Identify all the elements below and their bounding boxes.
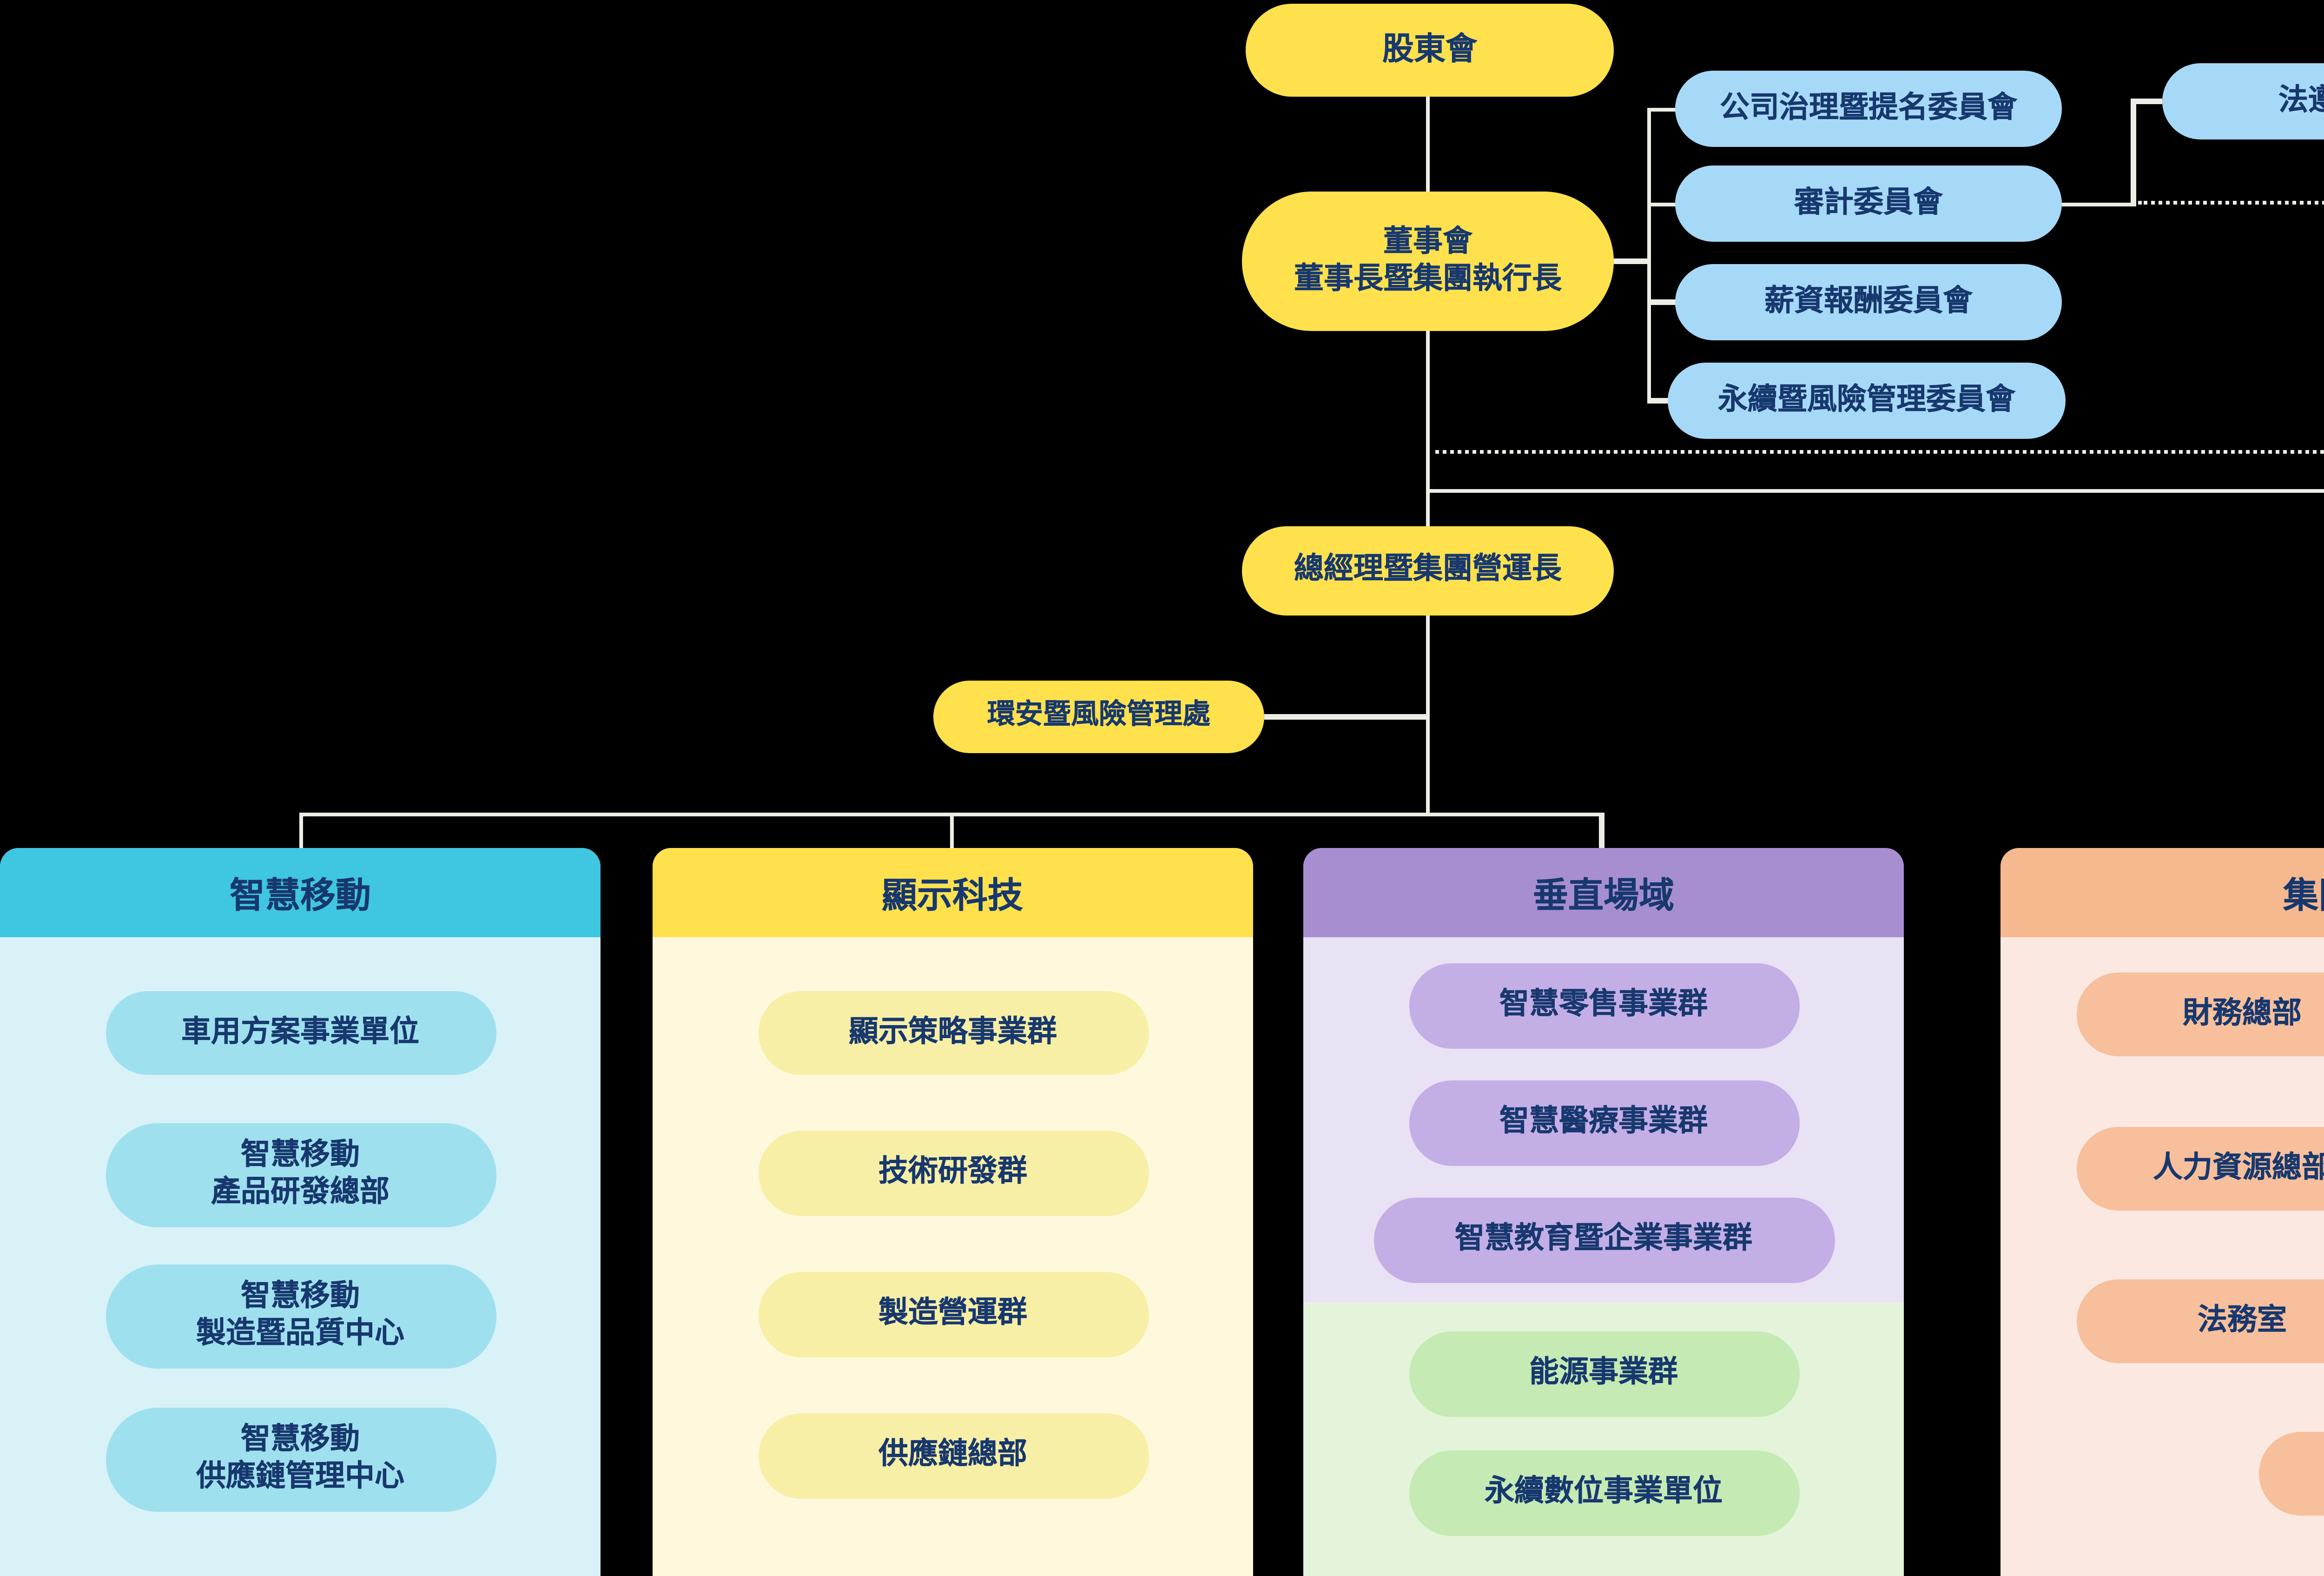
- connector-bracket-committee-1: [1646, 107, 1676, 112]
- unit-manufacturing-ops: 製造營運群: [758, 1272, 1148, 1357]
- committee-compensation: 薪資報酬委員會: [1675, 264, 2062, 340]
- connector-audit-compliance-v: [2131, 99, 2135, 206]
- node-shareholders-meeting: 股東會: [1246, 4, 1614, 97]
- unit-automotive-solutions: 車用方案事業單位: [105, 991, 495, 1075]
- connector-board-coo: [1425, 331, 1430, 526]
- division-smart-mobility-title: 智慧移動: [0, 848, 601, 937]
- unit-smart-medical: 智慧醫療事業群: [1408, 1080, 1799, 1166]
- division-vertical-domains-title: 垂直場域: [1303, 848, 1904, 937]
- division-group-support-title: 集團營運支援單位: [2000, 848, 2324, 937]
- connector-bracket-committee-3: [1646, 299, 1676, 304]
- unit-sm-product-rd: 智慧移動 產品研發總部: [105, 1123, 495, 1227]
- connector-drop-display-tech: [949, 812, 954, 849]
- unit-smart-education-enterprise: 智慧教育暨企業事業群: [1373, 1198, 1834, 1283]
- connector-bracket-vertical: [1646, 107, 1651, 404]
- division-vertical-domains: 垂直場域 智慧零售事業群 智慧醫療事業群 智慧教育暨企業事業群 能源事業群 永續…: [1303, 848, 1904, 1576]
- connector-bracket-committee-2: [1646, 202, 1676, 206]
- unit-energy: 能源事業群: [1408, 1331, 1799, 1417]
- committee-sustainability-risk: 永續暨風險管理委員會: [1668, 363, 2066, 439]
- node-president-coo: 總經理暨集團營運長: [1242, 526, 1614, 616]
- connector-bracket-committee-4: [1646, 398, 1669, 403]
- unit-sm-supply-chain: 智慧移動 供應鏈管理中心: [105, 1408, 495, 1512]
- division-group-support: 集團營運支援單位 財務總部 數位技術發展總部 人力資源總部 永續發展總部 法務室…: [2000, 848, 2324, 1576]
- committee-audit: 審計委員會: [1675, 166, 2062, 242]
- unit-hr-hq: 人力資源總部: [2077, 1127, 2324, 1211]
- connector-support-branch-h: [1425, 488, 2324, 493]
- unit-sm-manufacturing-quality: 智慧移動 製造暨品質中心: [105, 1265, 495, 1369]
- unit-audit-office: 稽核管理處: [2259, 1432, 2324, 1516]
- unit-finance-hq: 財務總部: [2077, 973, 2324, 1056]
- connector-drop-smart-mobility: [298, 812, 303, 849]
- division-display-technology-title: 顯示科技: [652, 848, 1253, 937]
- division-display-technology: 顯示科技 顯示策略事業群 技術研發群 製造營運群 供應鏈總部: [652, 848, 1253, 1576]
- unit-display-strategy: 顯示策略事業群: [758, 991, 1148, 1075]
- committee-governance-nomination: 公司治理暨提名委員會: [1675, 71, 2062, 147]
- dotted-compliance-return: [1426, 450, 2324, 454]
- connector-audit-compliance-h2: [2131, 99, 2162, 103]
- dotted-audit-committee-row: [2138, 201, 2324, 205]
- connector-drop-vertical-domains: [1599, 812, 1604, 849]
- node-ehs-risk-office: 環安暨風險管理處: [933, 681, 1264, 753]
- unit-sustainable-digital: 永續數位事業單位: [1408, 1450, 1799, 1536]
- unit-supply-chain-hq: 供應鏈總部: [758, 1413, 1148, 1499]
- division-smart-mobility: 智慧移動 車用方案事業單位 智慧移動 產品研發總部 智慧移動 製造暨品質中心 智…: [0, 848, 601, 1576]
- unit-smart-retail: 智慧零售事業群: [1408, 963, 1799, 1049]
- node-board-chairman: 董事會 董事長暨集團執行長: [1242, 192, 1614, 331]
- connector-board-bracket: [1614, 258, 1649, 263]
- connector-ehs-office: [1264, 714, 1428, 719]
- unit-legal-office: 法務室: [2077, 1279, 2324, 1363]
- unit-tech-rd: 技術研發群: [758, 1131, 1148, 1216]
- connector-shareholders-board: [1425, 97, 1430, 192]
- node-chief-compliance-counsel: 法遵總顧問: [2162, 63, 2324, 139]
- connector-audit-compliance-h: [2062, 202, 2136, 206]
